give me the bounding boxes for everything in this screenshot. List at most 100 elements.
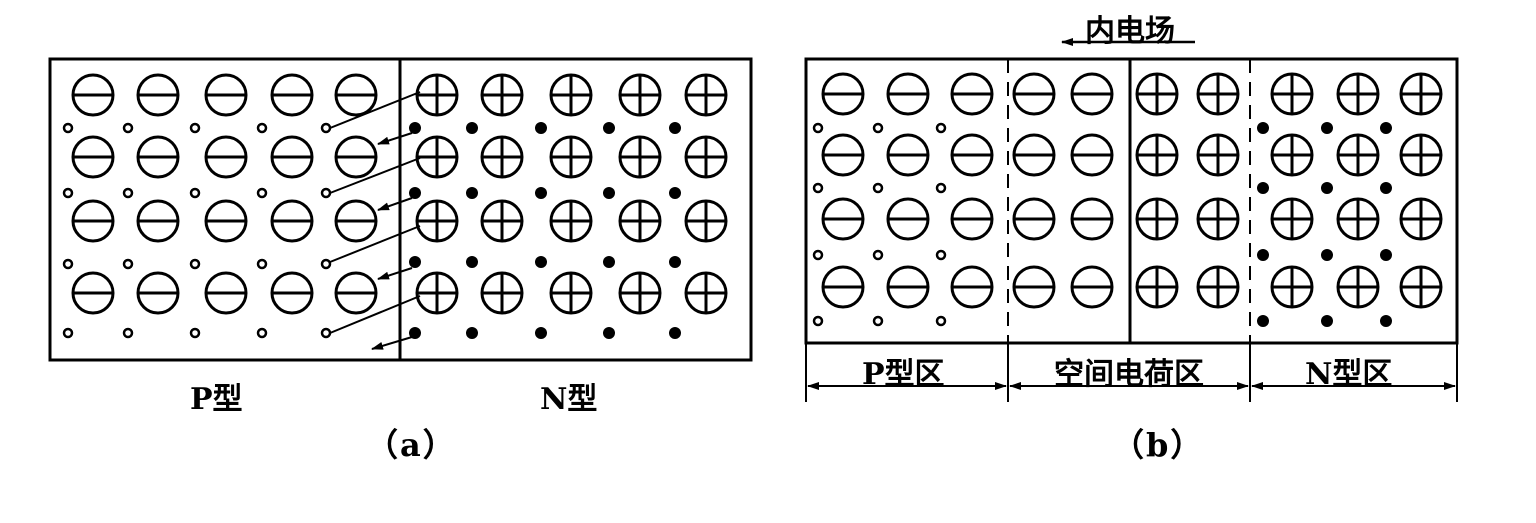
acceptor-ion <box>950 197 994 241</box>
hole <box>189 327 201 339</box>
electron <box>466 122 478 134</box>
acceptor-ion <box>136 135 180 179</box>
donor-ion <box>1135 197 1179 241</box>
acceptor-ion <box>1070 72 1114 116</box>
electron <box>1380 122 1392 134</box>
caption-b: （b） <box>1112 426 1205 464</box>
electron <box>1380 182 1392 194</box>
electron <box>1380 249 1392 261</box>
electron <box>1321 182 1333 194</box>
acceptor-ion <box>334 271 378 315</box>
donor-ion <box>549 199 593 243</box>
electron <box>669 122 681 134</box>
donor-ion <box>1270 197 1314 241</box>
electron <box>1257 122 1269 134</box>
acceptor-ion <box>136 271 180 315</box>
hole <box>320 122 332 134</box>
donor-ion <box>480 73 524 117</box>
electron <box>1380 315 1392 327</box>
donor-ion <box>618 73 662 117</box>
acceptor-ion <box>886 197 930 241</box>
acceptor-ion <box>1070 197 1114 241</box>
donor-ion <box>1399 133 1443 177</box>
acceptor-ion <box>270 271 314 315</box>
acceptor-ion <box>1070 133 1114 177</box>
donor-ion <box>618 199 662 243</box>
donor-ion <box>415 271 459 315</box>
electron <box>669 327 681 339</box>
donor-ion <box>1135 72 1179 116</box>
hole <box>256 122 268 134</box>
electron <box>409 187 421 199</box>
donor-ion <box>1399 197 1443 241</box>
donor-ion <box>1399 72 1443 116</box>
diffusion-path <box>329 91 421 129</box>
hole <box>256 187 268 199</box>
acceptor-ion <box>334 199 378 243</box>
electron <box>466 187 478 199</box>
panel-b <box>804 38 1459 402</box>
electron <box>603 256 615 268</box>
electron <box>1321 122 1333 134</box>
electron <box>409 122 421 134</box>
hole <box>189 187 201 199</box>
electron <box>466 327 478 339</box>
hole <box>122 258 134 270</box>
acceptor-ion <box>204 73 248 117</box>
caption-a: （a） <box>366 426 457 464</box>
hole <box>256 327 268 339</box>
hole <box>256 258 268 270</box>
diffusion-arrow <box>371 336 413 350</box>
hole <box>935 182 947 194</box>
donor-ion <box>1135 265 1179 309</box>
acceptor-ion <box>136 73 180 117</box>
acceptor-ion <box>204 271 248 315</box>
hole <box>122 327 134 339</box>
panel-a <box>48 57 753 362</box>
acceptor-ion <box>71 271 115 315</box>
acceptor-ion <box>204 135 248 179</box>
diffusion-path <box>329 157 421 194</box>
hole <box>812 249 824 261</box>
hole <box>62 327 74 339</box>
electron <box>603 187 615 199</box>
acceptor-ion <box>1012 133 1056 177</box>
donor-ion <box>1336 265 1380 309</box>
n-type-label: N型 <box>540 382 598 417</box>
donor-ion <box>480 271 524 315</box>
donor-ion <box>549 271 593 315</box>
acceptor-ion <box>71 135 115 179</box>
donor-ion <box>1196 72 1240 116</box>
donor-ion <box>1196 265 1240 309</box>
acceptor-ion <box>270 199 314 243</box>
donor-ion <box>1270 133 1314 177</box>
donor-ion <box>1336 72 1380 116</box>
hole <box>62 187 74 199</box>
electron <box>603 122 615 134</box>
donor-ion <box>618 135 662 179</box>
acceptor-ion <box>1012 72 1056 116</box>
electron <box>1257 182 1269 194</box>
donor-ion <box>549 73 593 117</box>
donor-ion <box>1196 133 1240 177</box>
donor-ion <box>415 135 459 179</box>
hole <box>935 122 947 134</box>
electron <box>535 187 547 199</box>
hole <box>935 249 947 261</box>
acceptor-ion <box>821 265 865 309</box>
hole <box>872 315 884 327</box>
donor-ion <box>1196 197 1240 241</box>
donor-ion <box>684 73 728 117</box>
electron <box>535 256 547 268</box>
hole <box>812 122 824 134</box>
electron <box>535 122 547 134</box>
hole <box>62 258 74 270</box>
hole <box>872 122 884 134</box>
electron <box>1321 315 1333 327</box>
donor-ion <box>480 135 524 179</box>
acceptor-ion <box>71 199 115 243</box>
p-type-label: P型 <box>190 382 243 417</box>
acceptor-ion <box>270 73 314 117</box>
electron <box>1257 315 1269 327</box>
